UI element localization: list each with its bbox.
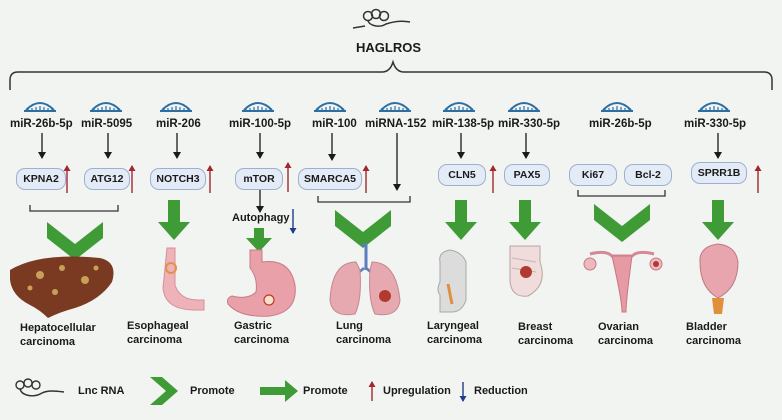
legend-block-arrow (260, 380, 298, 402)
bladder-image (699, 243, 739, 314)
promote-arrow (509, 200, 541, 240)
gene-pill-kpna2: KPNA2 (16, 168, 66, 190)
stomach-image (227, 249, 296, 317)
mirna-hairpin-icon (24, 102, 56, 112)
mirna-label: miR-26b-5p (10, 118, 73, 130)
esophagus-image (162, 247, 205, 311)
mirna-label: miR-138-5p (432, 118, 494, 130)
breast-image (509, 245, 543, 297)
lncrna-icon (352, 8, 411, 29)
mirna-hairpin-icon (242, 102, 274, 112)
mirna-label: miR-100 (312, 118, 357, 130)
ovary-image (583, 250, 663, 313)
bracket-ovarian (577, 190, 666, 197)
legend-promote-arrow-label: Promote (303, 385, 348, 397)
mirna-hairpin-icon (443, 102, 475, 112)
promote-chevron (47, 222, 103, 260)
autophagy-label: Autophagy (232, 212, 290, 224)
promote-arrow (702, 200, 734, 240)
mirna-hairpin-icon (314, 102, 346, 112)
cancer-label-laryngeal: Laryngeal carcinoma (427, 320, 483, 346)
mirna-label: miR-26b-5p (589, 118, 652, 130)
gene-pill-notch3: NOTCH3 (150, 168, 206, 190)
mirna-hairpin-icon (601, 102, 633, 112)
gene-pill-bcl2: Bcl-2 (624, 164, 672, 186)
mirna-label: miR-330-5p (684, 118, 746, 130)
cancer-label-hepatocellular: Hepatocellular carcinoma (20, 322, 96, 348)
gene-pill-pax5: PAX5 (504, 164, 550, 186)
gene-pill-mtor: mTOR (235, 168, 283, 190)
promote-chevron (594, 204, 650, 242)
promote-arrow (445, 200, 477, 240)
gene-pill-smarca5: SMARCA5 (298, 168, 362, 190)
legend-promote-chevron-label: Promote (190, 385, 235, 397)
mirna-icon-group (24, 102, 730, 112)
mirna-hairpin-icon (379, 102, 411, 112)
gene-pill-sprr1b: SPRR1B (691, 162, 747, 184)
promote-chevron (335, 210, 391, 248)
gene-pill-cln5: CLN5 (438, 164, 486, 186)
lung-image (329, 243, 401, 316)
mirna-hairpin-icon (160, 102, 192, 112)
bracket-lung (317, 196, 411, 203)
legend-lncrna-icon (15, 378, 65, 397)
cancer-label-lung: Lung carcinoma (336, 320, 392, 346)
gene-pill-ki67: Ki67 (569, 164, 617, 186)
bracket-hcc (29, 205, 119, 212)
promote-arrow (246, 228, 272, 252)
mirna-label: miR-330-5p (498, 118, 560, 130)
cancer-label-esophageal: Esophageal carcinoma (127, 320, 189, 346)
liver-image (10, 256, 114, 318)
diagram-title: HAGLROS (356, 40, 421, 55)
main-brace (9, 59, 773, 90)
mirna-label: miR-206 (156, 118, 201, 130)
promote-arrow (158, 200, 190, 240)
cancer-label-ovarian: Ovarian carcinoma (598, 321, 654, 347)
larynx-image (437, 249, 467, 313)
legend-chevron (150, 377, 178, 405)
mirna-label: miRNA-152 (365, 118, 427, 130)
cancer-label-gastric: Gastric carcinoma (234, 320, 290, 346)
mirna-hairpin-icon (90, 102, 122, 112)
mirna-hairpin-icon (698, 102, 730, 112)
mirna-label: miR-100-5p (229, 118, 291, 130)
mirna-label: miR-5095 (81, 118, 133, 130)
cancer-label-bladder: Bladder carcinoma (686, 321, 742, 347)
legend-reduction-label: Reduction (474, 385, 528, 397)
gene-pill-atg12: ATG12 (84, 168, 130, 190)
mirna-hairpin-icon (508, 102, 540, 112)
legend-lncrna-label: Lnc RNA (78, 385, 125, 397)
cancer-label-breast: Breast carcinoma (518, 321, 574, 347)
legend-upregulation-label: Upregulation (383, 385, 451, 397)
